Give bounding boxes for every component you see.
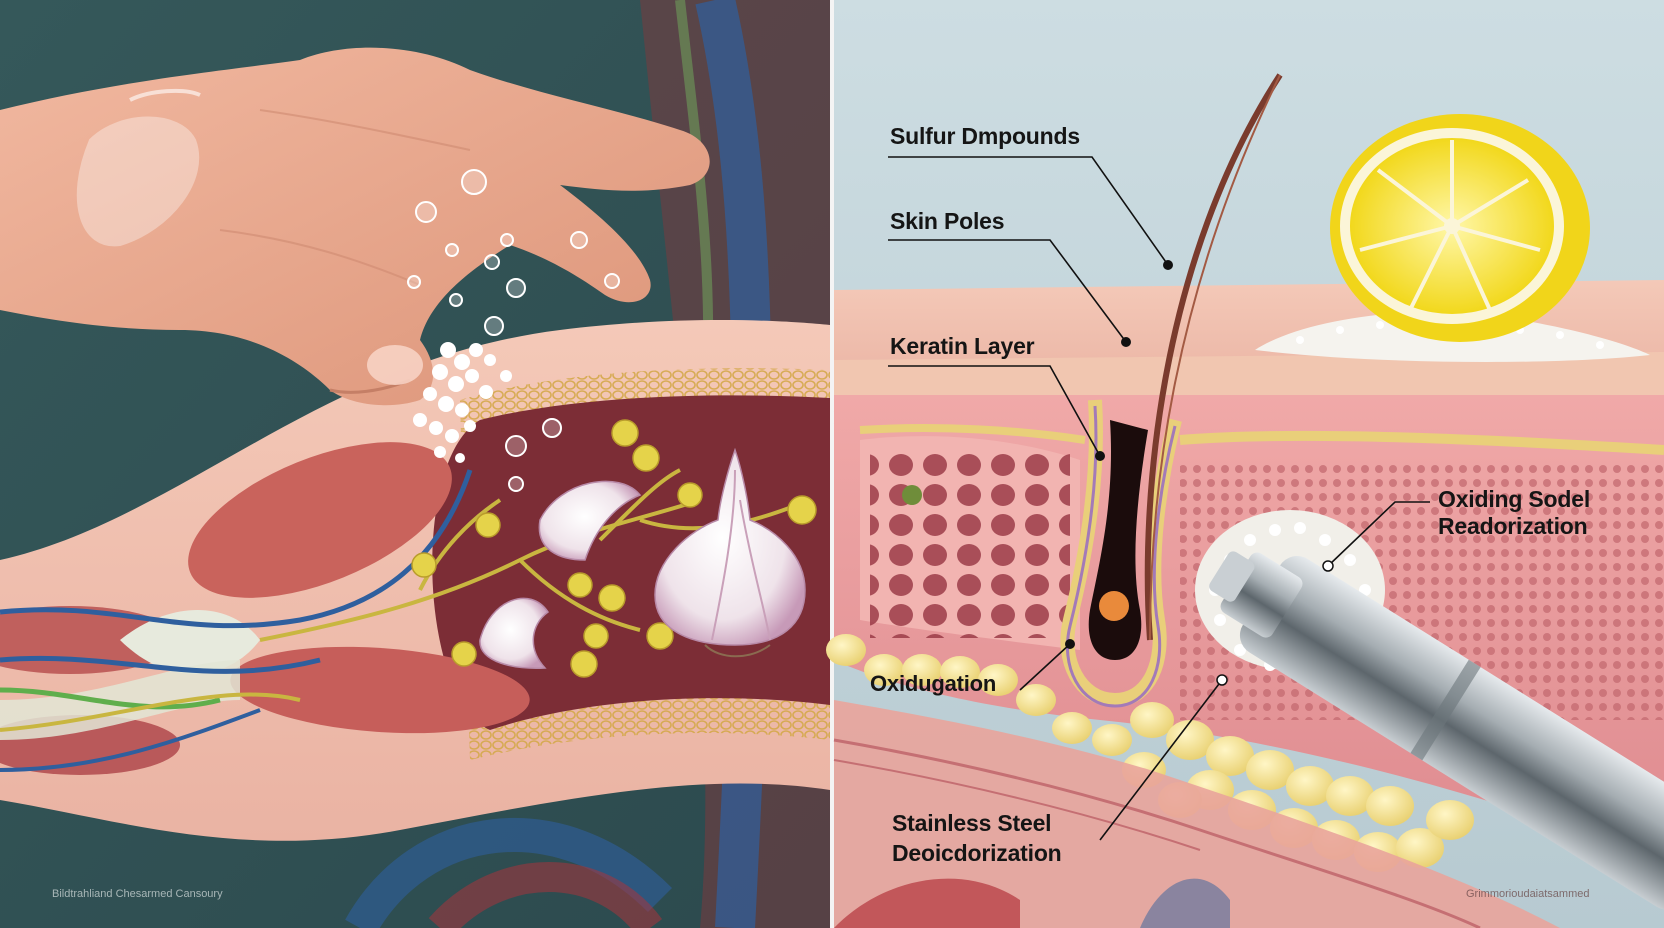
- garlic-bulb: [654, 447, 806, 658]
- label-stainless-steel-deodorization: Stainless Steel Deoicdorization: [892, 808, 1062, 868]
- label-steel-line1: Stainless Steel: [892, 810, 1052, 836]
- label-skin-pores: Skin Poles: [890, 208, 1005, 234]
- hair-strand: [1144, 73, 1283, 641]
- footer-caption-left: Bildtrahliand Chesarmed Cansoury: [52, 888, 223, 900]
- left-panel: [0, 0, 830, 928]
- label-keratin-layer: Keratin Layer: [890, 333, 1035, 359]
- label-oxiding-line2: Readorization: [1438, 513, 1588, 539]
- panel-divider: [830, 0, 834, 928]
- footer-caption-right: Grimmorioudaiatsammed: [1466, 888, 1590, 900]
- lemon-half: [1330, 114, 1590, 342]
- label-oxiding-readorization: Oxiding Sodel Readorization: [1438, 486, 1590, 540]
- right-panel: [826, 0, 1664, 928]
- label-oxidation: Oxidugation: [870, 671, 997, 696]
- stainless-steel-rod: [1209, 551, 1664, 910]
- label-oxiding-line1: Oxiding Sodel: [1438, 486, 1591, 512]
- hand: [0, 47, 710, 406]
- label-sulfur-compounds: Sulfur Dmpounds: [890, 123, 1080, 149]
- label-steel-line2: Deoicdorization: [892, 840, 1062, 866]
